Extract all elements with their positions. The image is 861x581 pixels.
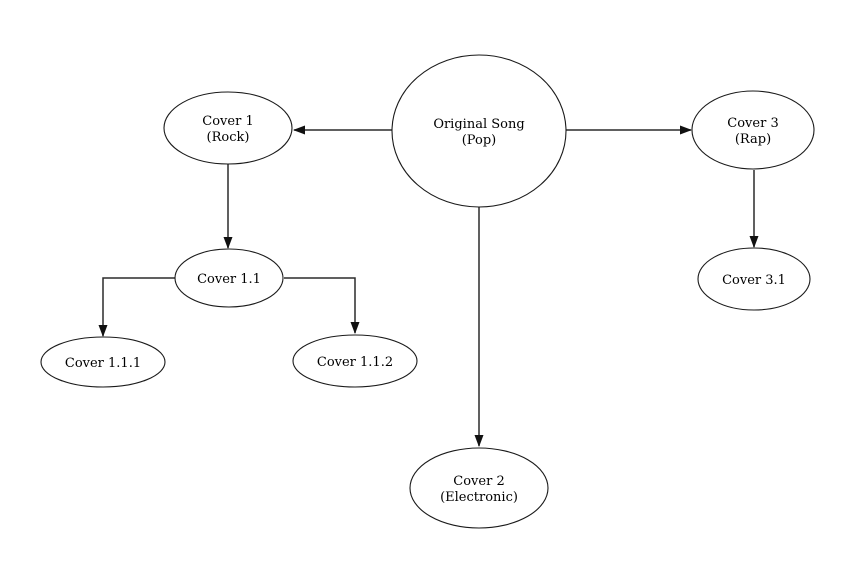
cover-1-1-2-shape <box>292 334 418 388</box>
cover-3-1-shape <box>697 247 811 311</box>
cover-3-1-label: Cover 3.1 <box>722 273 786 288</box>
cover-1-label-line2: (Rock) <box>207 130 250 145</box>
cover-3-label-line2: (Rap) <box>735 132 771 147</box>
cover-2-label-line2: (Electronic) <box>440 490 518 505</box>
edges-layer <box>98 125 759 447</box>
node-original-song: Original Song (Pop) <box>391 54 567 208</box>
node-cover-3-1: Cover 3.1 <box>697 247 811 311</box>
edge-cover-1-1-to-cover-1-1-2 <box>284 277 360 334</box>
node-cover-1-1-2: Cover 1.1.2 <box>292 334 418 388</box>
edge-cover-1-1-to-cover-1-1-1 <box>98 277 175 337</box>
cover-1-1-label: Cover 1.1 <box>197 272 261 287</box>
original-song-label-line1: Original Song <box>433 117 524 132</box>
cover-1-1-1-shape <box>40 336 166 388</box>
cover-3-shape <box>691 90 815 170</box>
node-cover-2: Cover 2 (Electronic) <box>409 447 549 529</box>
cover-3-label-line1: Cover 3 <box>727 116 778 131</box>
cover-1-1-2-label: Cover 1.1.2 <box>317 355 393 370</box>
original-song-label-line2: (Pop) <box>462 133 497 148</box>
node-cover-1: Cover 1 (Rock) <box>163 91 293 165</box>
cover-1-1-shape <box>174 248 284 308</box>
cover-2-label-line1: Cover 2 <box>453 474 504 489</box>
node-cover-3: Cover 3 (Rap) <box>691 90 815 170</box>
cover-1-shape <box>163 91 293 165</box>
cover-1-label-line1: Cover 1 <box>202 114 253 129</box>
node-cover-1-1: Cover 1.1 <box>174 248 284 308</box>
cover-1-1-1-label: Cover 1.1.1 <box>65 356 141 371</box>
node-cover-1-1-1: Cover 1.1.1 <box>40 336 166 388</box>
cover-2-shape <box>409 447 549 529</box>
original-song-shape <box>391 54 567 208</box>
